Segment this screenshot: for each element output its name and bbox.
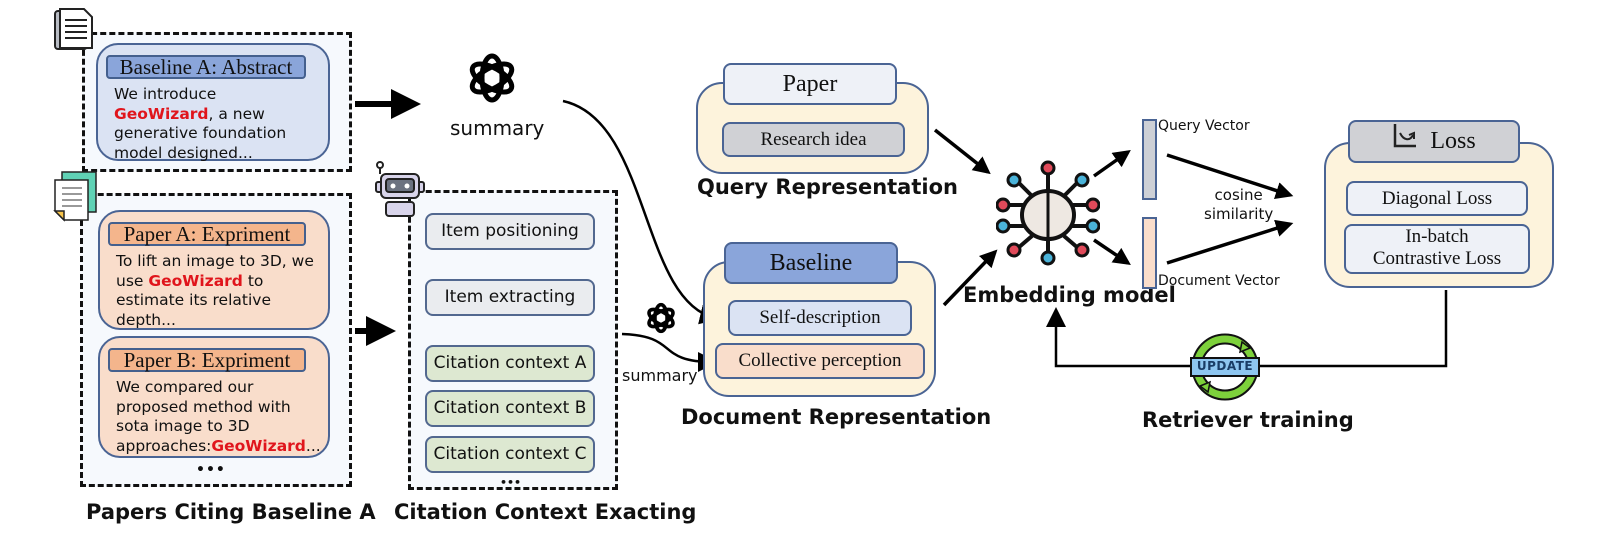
paper-a-card: Paper A: Expriment To lift an image to 3…: [98, 210, 330, 330]
query-paper-header: Paper: [723, 63, 897, 105]
loss-diagonal: Diagonal Loss: [1346, 181, 1528, 216]
arrow-dvec-to-loss: [1166, 219, 1294, 265]
openai-logo-small-icon: [644, 301, 678, 335]
robot-icon: [372, 160, 428, 220]
document-collective-perception: Collective perception: [715, 343, 925, 379]
paper-b-text: We compared our proposed method with sot…: [116, 378, 321, 455]
caption-query-representation: Query Representation: [697, 175, 958, 199]
caption-citation-context: Citation Context Exacting: [394, 500, 697, 524]
highlight-geowizard: GeoWizard: [114, 104, 209, 123]
caption-papers-citing: Papers Citing Baseline A: [86, 500, 376, 524]
arrow-summary-to-self-description: [562, 99, 720, 325]
step-item-extracting: Item extracting: [425, 279, 595, 316]
arrow-model-to-query-vector: [1092, 149, 1131, 178]
document-vector-label: Document Vector: [1158, 273, 1280, 289]
baseline-abstract-title: Baseline A: Abstract: [106, 55, 306, 79]
citation-context-b: Citation context B: [425, 390, 595, 427]
highlight-geowizard: GeoWizard: [148, 271, 243, 290]
paper-a-title: Paper A: Expriment: [108, 222, 306, 246]
citation-context-a: Citation context A: [425, 345, 595, 382]
query-research-idea: Research idea: [722, 122, 905, 157]
query-vector-bar: [1142, 119, 1157, 200]
loss-header-label: Loss: [1430, 128, 1476, 154]
baseline-abstract-text: We introduce GeoWizard, a new generative…: [114, 85, 287, 162]
summary-label: summary: [450, 116, 545, 140]
update-badge-label: UPDATE: [1196, 359, 1254, 373]
document-icon: [54, 8, 96, 52]
step-item-positioning: Item positioning: [425, 213, 595, 250]
citation-context-c: Citation context C: [425, 436, 595, 473]
update-cycle-icon: UPDATE: [1190, 332, 1260, 402]
openai-logo-icon: [464, 50, 520, 106]
papers-stack-icon: [52, 170, 100, 222]
paper-b-card: Paper B: Expriment We compared our propo…: [98, 336, 330, 458]
highlight-geowizard: GeoWizard: [211, 436, 306, 455]
arrow-qvec-to-loss: [1166, 153, 1294, 199]
baseline-abstract-card: Baseline A: Abstract We introduce GeoWiz…: [96, 43, 330, 162]
arrow-document-to-model: [942, 249, 998, 307]
document-self-description: Self-description: [728, 300, 912, 336]
arrow-query-to-model: [933, 128, 991, 175]
caption-retriever-training: Retriever training: [1142, 408, 1354, 432]
paper-b-title: Paper B: Expriment: [108, 348, 306, 372]
arrow-model-to-document-vector: [1093, 238, 1131, 265]
summary-label-small: summary: [622, 366, 698, 385]
loss-header: Loss: [1348, 120, 1520, 163]
loss-curve-icon: [1392, 123, 1418, 162]
document-vector-bar: [1142, 217, 1157, 289]
cosine-similarity-label: cosine similarity: [1204, 186, 1274, 223]
loss-in-batch-contrastive: In-batch Contrastive Loss: [1344, 224, 1530, 274]
document-baseline-header: Baseline: [724, 242, 898, 284]
more-papers-ellipsis: •••: [196, 462, 226, 478]
arrow-context-to-collective: [621, 332, 718, 372]
caption-document-representation: Document Representation: [681, 405, 992, 429]
more-contexts-ellipsis: •••: [500, 476, 522, 489]
paper-a-text: To lift an image to 3D, we use GeoWizard…: [116, 252, 314, 329]
query-vector-label: Query Vector: [1158, 118, 1250, 134]
brain-network-icon: [995, 160, 1101, 266]
caption-embedding-model: Embedding model: [963, 283, 1176, 307]
